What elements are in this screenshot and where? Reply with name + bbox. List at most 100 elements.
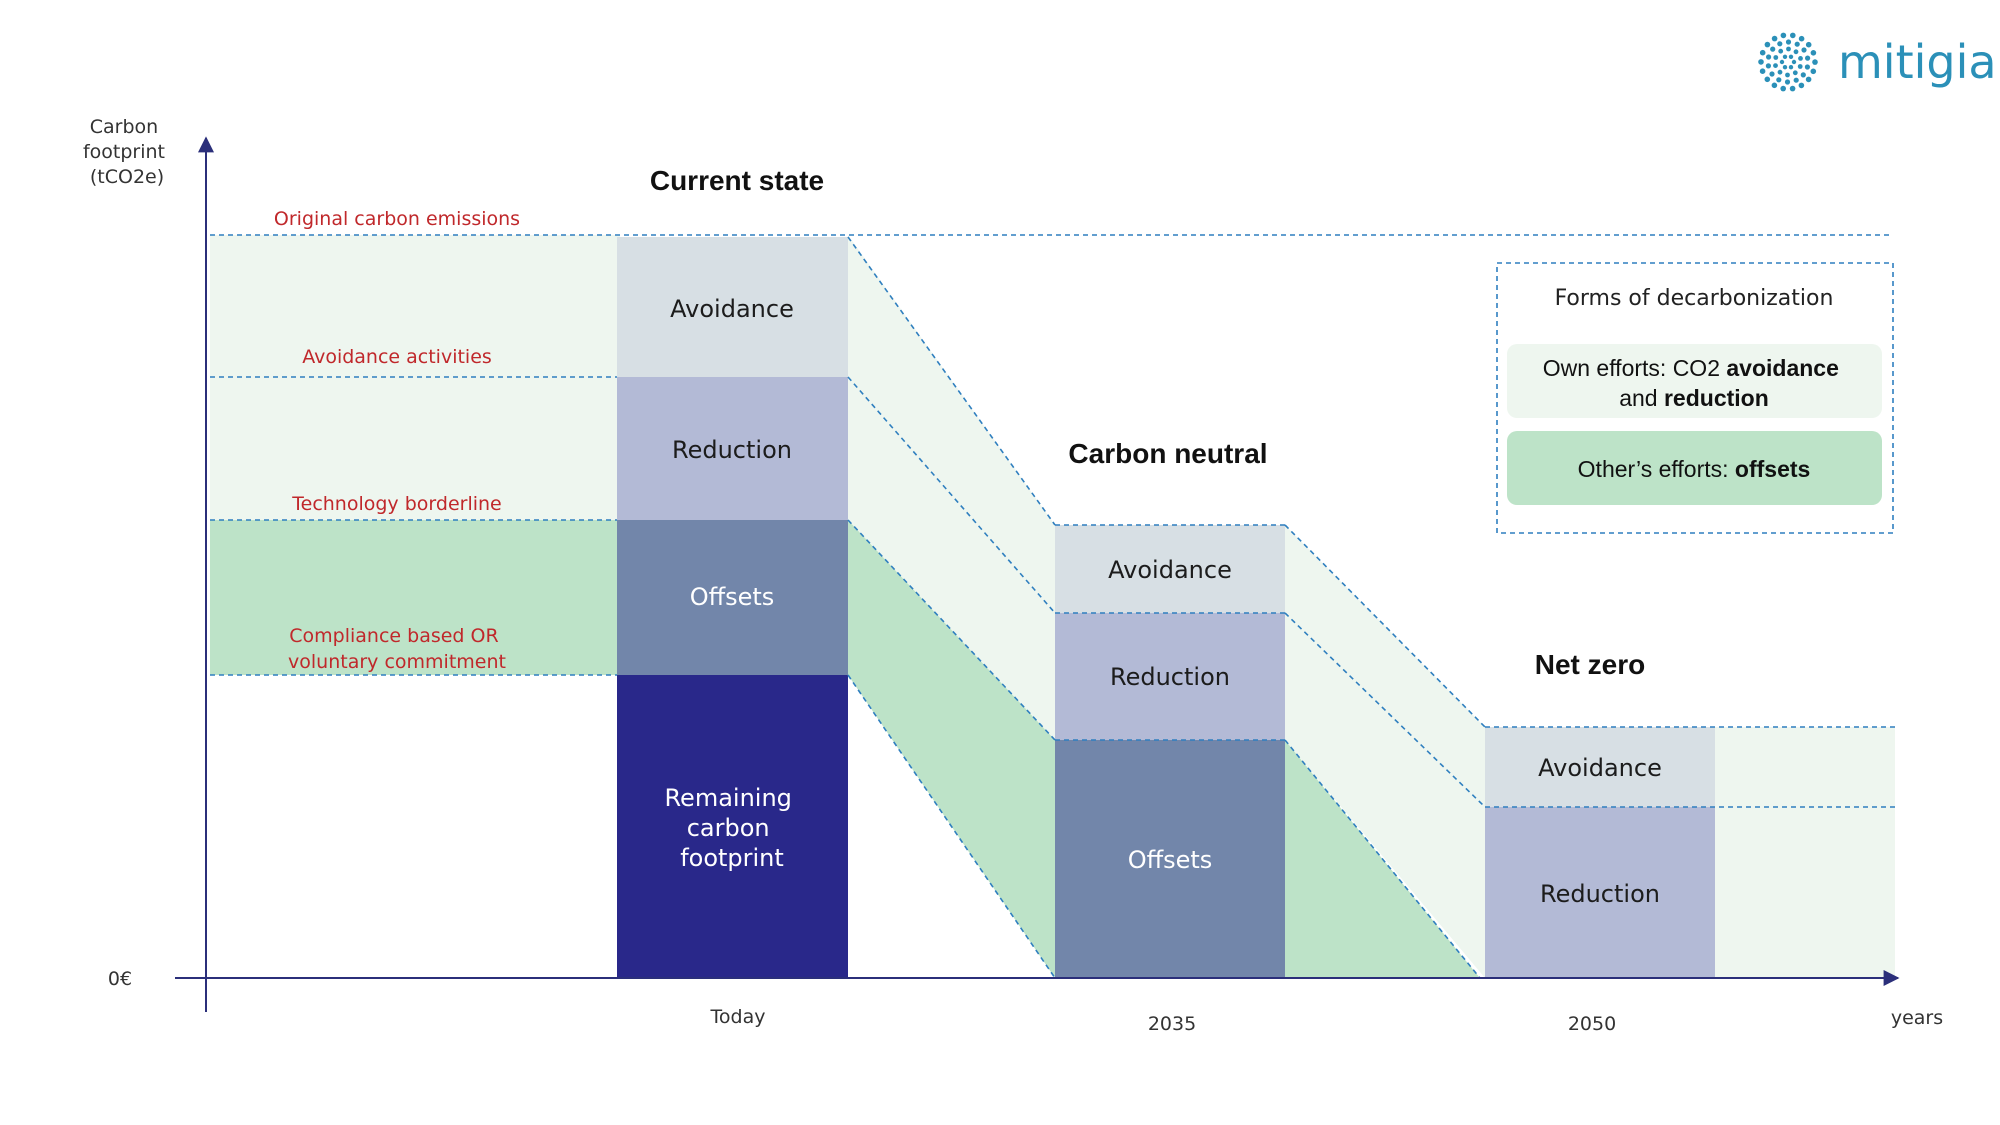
logo-dot bbox=[1798, 56, 1803, 61]
legend-own-plain-2: and bbox=[1619, 385, 1664, 411]
slope-line-7 bbox=[1284, 739, 1481, 979]
logo-dot bbox=[1788, 65, 1794, 70]
logo-dot bbox=[1776, 77, 1782, 83]
logo-dot bbox=[1798, 82, 1805, 89]
logo-dot bbox=[1810, 68, 1817, 75]
dashed-guides bbox=[210, 234, 1895, 979]
logo-dot bbox=[1759, 68, 1766, 74]
logo-dot bbox=[1765, 63, 1771, 69]
logo-dot bbox=[1758, 59, 1764, 65]
logo-dot bbox=[1784, 79, 1791, 85]
legend-others-swatch bbox=[1507, 431, 1882, 505]
legend-title: Forms of decarbonization bbox=[1555, 286, 1834, 311]
y-axis-label: Carbon footprint (tCO2e) bbox=[83, 116, 171, 188]
remaining-label-line: footprint bbox=[680, 844, 784, 872]
offset-band-left bbox=[210, 520, 620, 675]
today-reduction-segment bbox=[617, 377, 848, 520]
logo-dot bbox=[1810, 50, 1817, 56]
own-effort-band-slope-2 bbox=[1285, 525, 1485, 978]
logo-dot bbox=[1801, 47, 1807, 53]
slope-line-5 bbox=[1284, 524, 1486, 728]
mitigia-logo: mitigia bbox=[1758, 32, 1997, 92]
legend-others-bold: offsets bbox=[1735, 456, 1810, 482]
2035-avoidance-segment bbox=[1055, 525, 1285, 613]
logo-dot bbox=[1786, 46, 1791, 52]
y-axis-label-line: (tCO2e) bbox=[90, 166, 164, 188]
logo-dot bbox=[1793, 49, 1799, 55]
legend-own-swatch bbox=[1507, 344, 1882, 418]
today-offsets-label: Offsets bbox=[690, 583, 775, 611]
slope-line-4 bbox=[847, 674, 1056, 979]
logo-dot bbox=[1797, 64, 1803, 69]
x-axis-end-label: years bbox=[1891, 1007, 1943, 1029]
today-offsets-segment bbox=[617, 520, 848, 675]
slope-line-6 bbox=[1284, 612, 1486, 808]
logo-dot bbox=[1779, 59, 1785, 65]
logo-dot bbox=[1798, 35, 1805, 42]
x-label-2050: 2050 bbox=[1568, 1013, 1616, 1035]
2035-offsets-segment bbox=[1055, 740, 1285, 978]
2050-avoidance-label: Avoidance bbox=[1538, 754, 1662, 782]
compliance-label-line: Compliance based OR bbox=[289, 625, 498, 647]
logo-dot bbox=[1773, 63, 1778, 68]
logo-dot bbox=[1794, 41, 1800, 47]
own-effort-band-slope-1 bbox=[848, 235, 1055, 740]
logo-dot bbox=[1785, 72, 1790, 78]
original-emissions-label: Original carbon emissions bbox=[274, 208, 520, 230]
logo-dot bbox=[1777, 69, 1783, 75]
today-reduction-label: Reduction bbox=[672, 436, 792, 464]
compliance-label-line: voluntary commitment bbox=[288, 651, 506, 673]
zero-label: 0€ bbox=[108, 968, 132, 990]
legend-others-text: Other’s efforts: offsets bbox=[1578, 456, 1811, 482]
legend-own-text: Own efforts: CO2 avoidance and reduction bbox=[1543, 355, 1846, 411]
legend-frame bbox=[1496, 262, 1894, 534]
legend-own-bold-2: reduction bbox=[1664, 385, 1769, 411]
technology-borderline-label: Technology borderline bbox=[291, 493, 501, 515]
2035-reduction-segment bbox=[1055, 613, 1285, 740]
today-remaining-segment bbox=[617, 675, 848, 978]
logo-dot bbox=[1793, 77, 1799, 83]
x-label-today: Today bbox=[710, 1006, 766, 1028]
legend-own-plain-1: Own efforts: CO2 bbox=[1543, 355, 1727, 381]
2035-offsets-label: Offsets bbox=[1128, 846, 1213, 874]
own-effort-band-left bbox=[210, 235, 620, 520]
logo-dot bbox=[1805, 55, 1811, 61]
today-avoidance-label: Avoidance bbox=[670, 295, 794, 323]
logo-dot bbox=[1812, 59, 1818, 65]
stacked-columns bbox=[617, 237, 1715, 978]
remaining-label-line: carbon bbox=[687, 814, 770, 842]
logo-dot bbox=[1764, 41, 1771, 48]
2050-reduction-segment bbox=[1485, 807, 1715, 978]
avoidance-activities-label: Avoidance activities bbox=[302, 346, 492, 368]
axes bbox=[175, 136, 1900, 1012]
logo-dot bbox=[1771, 82, 1778, 89]
legend: Forms of decarbonization Own efforts: CO… bbox=[1496, 262, 1894, 534]
logo-dot bbox=[1792, 70, 1798, 76]
logo-dot bbox=[1782, 54, 1788, 59]
own-effort-band-right bbox=[1715, 727, 1895, 978]
logo-dot bbox=[1782, 65, 1788, 70]
logo-dot bbox=[1778, 48, 1784, 54]
logo-dot bbox=[1769, 71, 1775, 77]
logo-dot bbox=[1780, 85, 1786, 92]
logo-dot bbox=[1789, 85, 1796, 92]
compliance-label: Compliance based OR voluntary commitment bbox=[288, 625, 506, 673]
logo-dot bbox=[1764, 76, 1771, 83]
logo-dot bbox=[1788, 54, 1794, 59]
stage-title-current: Current state bbox=[650, 165, 824, 196]
slope-line-2 bbox=[847, 376, 1056, 614]
y-axis-label-line: Carbon bbox=[90, 116, 158, 138]
logo-dot bbox=[1805, 76, 1812, 83]
logo-dot bbox=[1770, 46, 1776, 52]
logo-dot bbox=[1773, 55, 1779, 60]
2050-avoidance-segment bbox=[1485, 727, 1715, 807]
stage-title-netzero: Net zero bbox=[1535, 649, 1645, 680]
y-axis-label-line: footprint bbox=[83, 141, 165, 163]
logo-text: mitigia bbox=[1838, 35, 1997, 89]
logo-dot bbox=[1791, 59, 1797, 65]
legend-own-bold-1: avoidance bbox=[1726, 355, 1839, 381]
2035-avoidance-label: Avoidance bbox=[1108, 556, 1232, 584]
stage-title-neutral: Carbon neutral bbox=[1068, 438, 1267, 469]
today-avoidance-segment bbox=[617, 237, 848, 377]
